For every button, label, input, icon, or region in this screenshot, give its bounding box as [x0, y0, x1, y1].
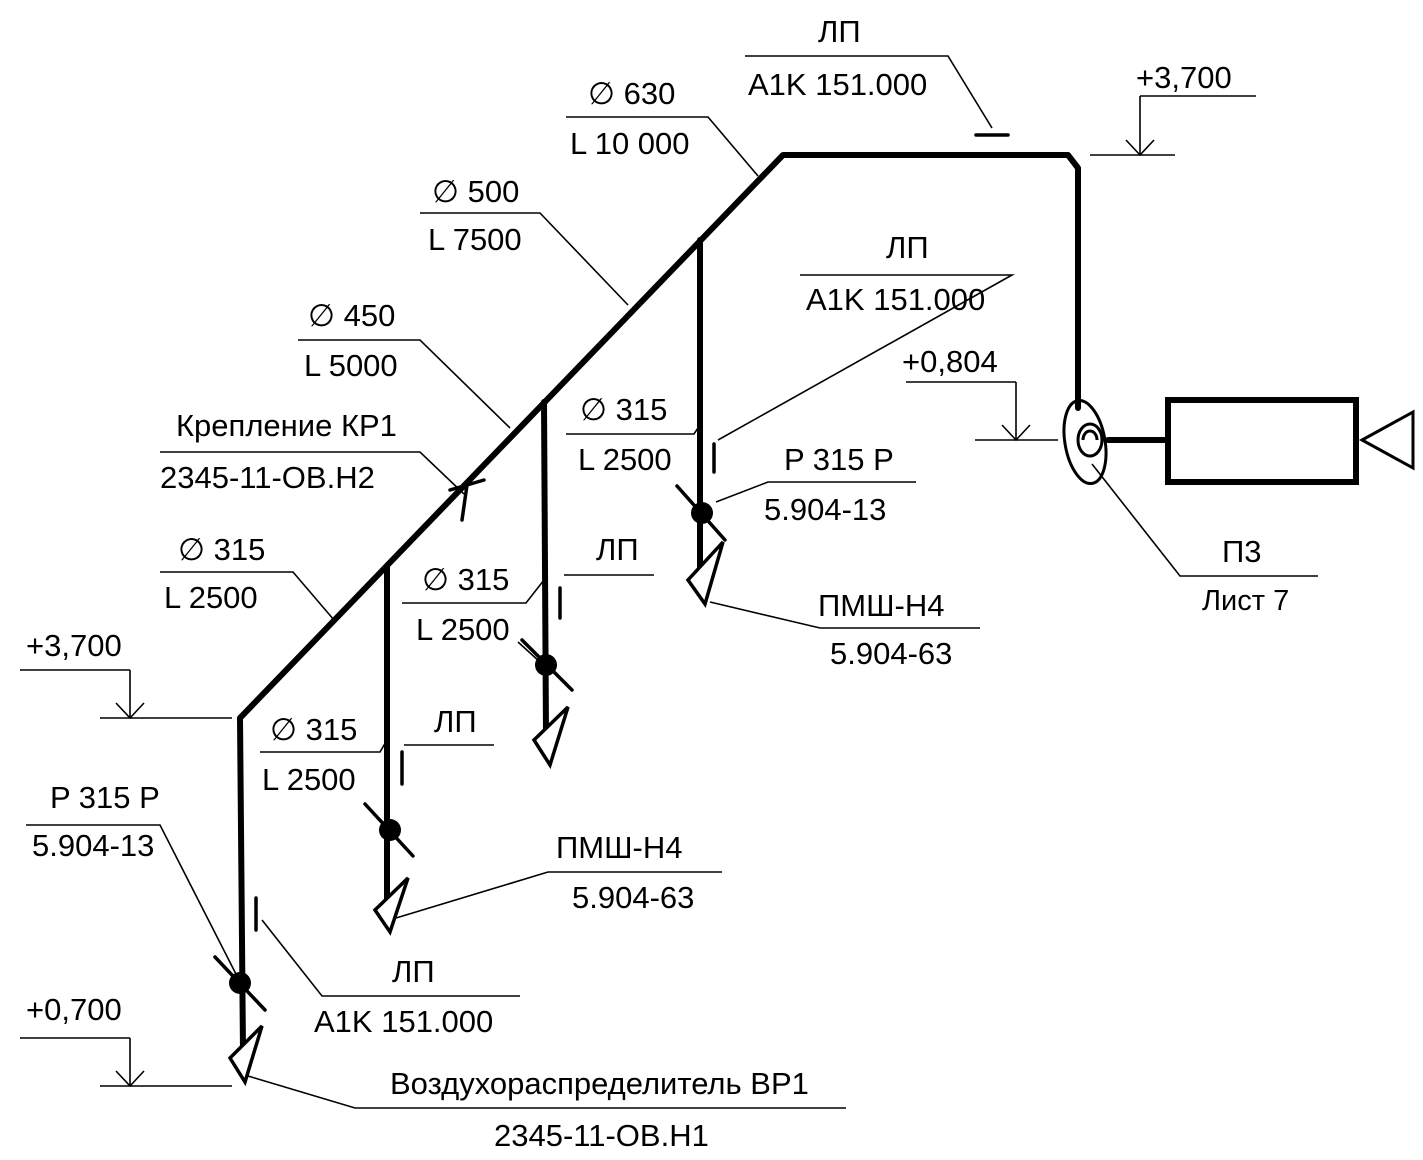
duct-d-500: ∅ 500	[432, 174, 519, 209]
damper-left-name: P 315 P	[50, 780, 160, 815]
diffuser-main	[227, 1024, 264, 1087]
lp-right-name: ЛП	[886, 230, 929, 265]
mount-name: Крепление КР1	[176, 408, 397, 443]
grille-right-name: ПМШ-Н4	[818, 588, 944, 623]
fan-housing	[1165, 397, 1359, 485]
diffuser-name: Воздухораспределитель ВР1	[390, 1066, 809, 1101]
duct-l-630: L 10 000	[570, 126, 690, 161]
elevation-fan: +0,804	[902, 344, 998, 379]
grille-left-code: 5.904-63	[572, 880, 694, 915]
damper-right-name: P 315 P	[784, 442, 894, 477]
air-intake-icon	[1358, 409, 1415, 471]
lp-top-code: A1K 151.000	[748, 67, 927, 102]
damper-branch-1	[675, 484, 727, 542]
duct-d-630: ∅ 630	[588, 76, 675, 111]
mount-symbol	[448, 478, 486, 522]
duct-l-315-main: L 2500	[164, 580, 258, 615]
branch-l-middle: L 2500	[416, 612, 510, 647]
duct-d-450: ∅ 450	[308, 298, 395, 333]
main-duct	[237, 152, 1081, 1055]
grille-branch-3	[372, 876, 410, 936]
fan-sheet: Лист 7	[1202, 585, 1289, 617]
elevation-mark-left-top	[20, 669, 232, 720]
branch-d-middle: ∅ 315	[422, 562, 509, 597]
elevation-mark-left-bottom	[20, 1037, 232, 1088]
lp-right-code: A1K 151.000	[806, 282, 985, 317]
damper-main	[213, 955, 267, 1012]
branch-d-left: ∅ 315	[270, 712, 357, 747]
grille-branch-2	[531, 705, 570, 770]
damper-branch-3	[363, 802, 415, 858]
branch-l-left: L 2500	[262, 762, 356, 797]
fan-unit	[1062, 397, 1415, 486]
duct-l-450: L 5000	[304, 348, 398, 383]
lp-bottom-name: ЛП	[392, 954, 435, 989]
duct-d-315-main: ∅ 315	[178, 532, 265, 567]
lp-middle-name: ЛП	[596, 532, 639, 567]
elevation-mark-fan	[906, 381, 1058, 442]
damper-right-code: 5.904-13	[764, 492, 886, 527]
grille-branch-1	[685, 540, 725, 608]
elevation-top-right: +3,700	[1136, 60, 1232, 95]
branch-l-right: L 2500	[578, 442, 672, 477]
elevation-left-top: +3,700	[26, 628, 122, 663]
diffuser-code: 2345-11-OB.H1	[494, 1118, 709, 1153]
damper-branch-2	[520, 638, 574, 692]
lp-top-name: ЛП	[818, 14, 861, 49]
elevation-left-bottom: +0,700	[26, 992, 122, 1027]
branch-d-right: ∅ 315	[580, 392, 667, 427]
leader-lines	[26, 55, 1318, 1109]
hatch-marks	[254, 133, 1010, 932]
mount-code: 2345-11-OB.H2	[160, 460, 375, 495]
fan-name: П3	[1222, 534, 1262, 569]
damper-left-code: 5.904-13	[32, 828, 154, 863]
duct-l-500: L 7500	[428, 222, 522, 257]
elevation-mark-top-right	[1090, 95, 1256, 157]
branch-duct-2	[541, 399, 549, 738]
lp-left-name: ЛП	[434, 704, 477, 739]
grille-left-name: ПМШ-Н4	[556, 830, 682, 865]
grille-right-code: 5.904-63	[830, 636, 952, 671]
lp-bottom-code: A1K 151.000	[314, 1004, 493, 1039]
